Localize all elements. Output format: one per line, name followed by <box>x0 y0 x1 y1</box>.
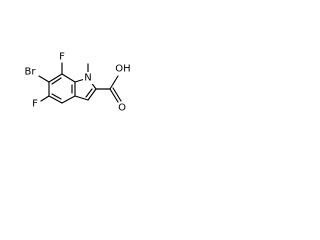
bond-c6-c7 <box>48 73 63 83</box>
bond-carbonyl-2 <box>112 87 122 102</box>
bond-carbonyl-1 <box>109 88 119 103</box>
bond-c3-c3a <box>74 95 89 101</box>
nitrogen-label-background <box>83 72 93 84</box>
nitrogen-label: N <box>84 73 91 84</box>
bond-inner-c4-c5 <box>51 93 62 100</box>
bromine-label: Br <box>25 67 37 78</box>
molecule-structure: N F Br F OH O <box>25 52 131 114</box>
carboxyl-label: OH <box>115 64 130 75</box>
carbonyl-oxygen-label: O <box>118 103 126 114</box>
bond-carboxyl-oh <box>109 75 119 90</box>
bond-c4-c5 <box>48 95 63 104</box>
bond-c3a-c4 <box>61 95 76 104</box>
bond-inner-c2-c3 <box>85 88 93 98</box>
bond-c2-c3 <box>87 88 97 101</box>
fluorine-bottom-label: F <box>32 99 38 110</box>
bond-c6-br <box>38 75 50 83</box>
fluorine-top-label: F <box>59 52 65 63</box>
bond-inner-c6-c7 <box>51 77 62 85</box>
bond-c5-f <box>40 95 50 102</box>
bond-c7-c7a <box>61 73 76 83</box>
